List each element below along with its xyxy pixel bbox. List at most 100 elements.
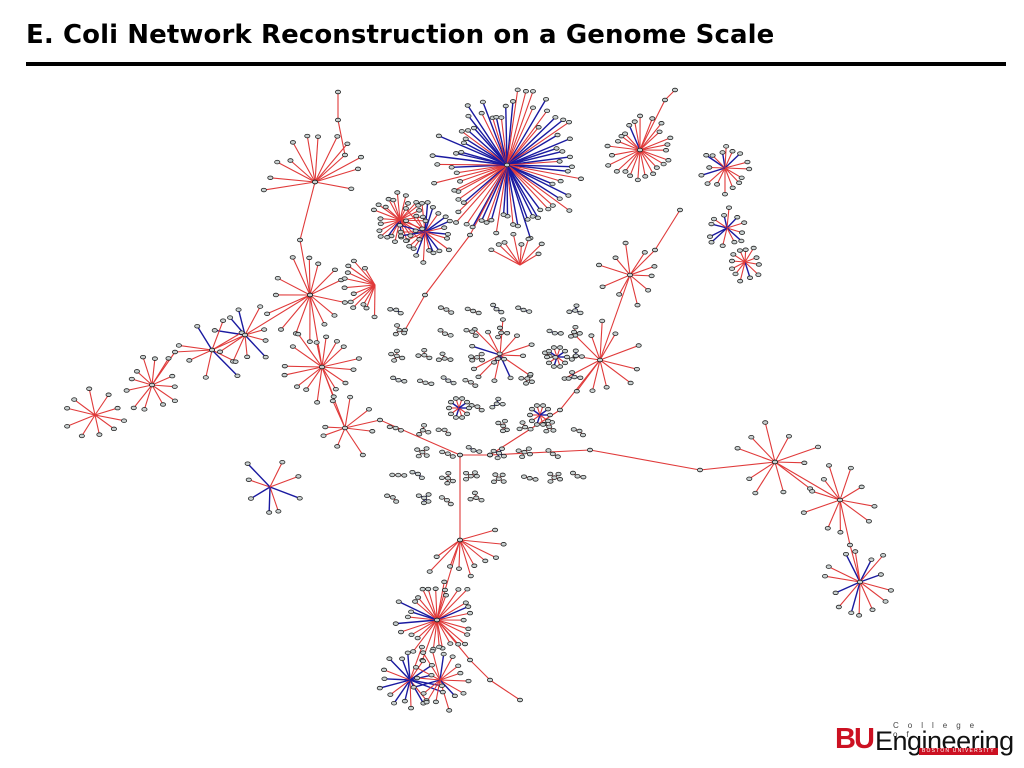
network-node	[710, 216, 717, 222]
network-node	[728, 258, 735, 264]
network-node	[755, 262, 762, 267]
network-node	[409, 469, 416, 475]
network-node	[500, 212, 507, 217]
network-node	[557, 331, 564, 336]
network-node	[404, 614, 411, 620]
network-node	[556, 159, 563, 164]
network-node	[220, 318, 227, 323]
network-edge	[314, 156, 362, 183]
network-node	[568, 164, 575, 169]
network-node	[503, 162, 510, 168]
network-edge	[506, 156, 571, 166]
network-edge	[716, 167, 726, 185]
network-edge	[431, 650, 441, 681]
network-edge	[211, 349, 238, 377]
network-edge	[828, 465, 841, 501]
network-edge	[373, 209, 401, 221]
network-node	[529, 214, 536, 219]
network-edge	[505, 105, 508, 166]
network-node	[557, 178, 564, 184]
network-edge	[471, 345, 501, 356]
network-node	[520, 474, 527, 479]
network-node	[835, 604, 842, 610]
network-edge	[321, 357, 360, 368]
network-node	[746, 166, 753, 172]
network-edge	[574, 334, 601, 361]
network-node	[289, 255, 296, 260]
network-edge	[616, 149, 641, 172]
network-node	[421, 292, 428, 298]
network-node	[538, 241, 545, 247]
network-edge	[724, 146, 727, 169]
network-edge	[250, 486, 271, 500]
network-node	[465, 445, 472, 450]
network-node	[463, 476, 470, 482]
network-node	[464, 632, 471, 637]
network-edge	[439, 665, 459, 681]
network-edge	[506, 164, 561, 200]
network-edge	[321, 366, 354, 371]
network-node	[455, 566, 462, 571]
network-node	[603, 385, 610, 390]
network-edge	[456, 164, 508, 174]
network-node	[419, 226, 426, 231]
network-edge	[353, 284, 376, 295]
network-node	[470, 448, 477, 453]
network-node	[545, 206, 552, 212]
network-node	[555, 471, 562, 477]
network-edge	[748, 461, 776, 480]
network-node	[384, 235, 391, 240]
network-edge	[750, 436, 776, 463]
network-node	[634, 302, 641, 308]
network-edge	[744, 261, 751, 278]
network-node	[334, 444, 341, 449]
network-node	[420, 658, 427, 664]
network-edge	[506, 160, 560, 166]
network-edge	[498, 244, 521, 266]
network-node	[194, 324, 201, 329]
network-node	[627, 380, 634, 386]
network-edge	[499, 344, 532, 356]
network-edge	[269, 475, 299, 488]
network-node	[848, 610, 855, 616]
network-edge	[388, 658, 411, 681]
network-node	[361, 266, 368, 271]
network-node	[824, 526, 831, 531]
network-edge	[839, 499, 870, 522]
network-node	[519, 454, 526, 459]
network-node	[408, 609, 415, 614]
network-node	[500, 453, 507, 459]
network-edge	[737, 447, 776, 463]
network-edge	[589, 449, 701, 471]
network-node	[706, 234, 713, 239]
network-node	[455, 587, 462, 592]
network-node	[415, 453, 422, 459]
network-node	[347, 299, 354, 305]
network-node	[331, 267, 338, 272]
network-edge	[625, 242, 631, 276]
network-node	[499, 317, 506, 322]
network-node	[322, 424, 329, 430]
network-edge	[88, 388, 96, 416]
network-node	[422, 218, 429, 224]
network-node	[467, 573, 474, 579]
network-node	[528, 418, 535, 424]
network-node	[762, 420, 769, 425]
network-edge	[325, 426, 346, 429]
network-edge	[417, 619, 438, 639]
network-edge	[439, 679, 464, 694]
network-node	[466, 232, 473, 238]
network-edge	[469, 659, 491, 681]
network-edge	[424, 234, 471, 296]
network-node	[737, 278, 744, 284]
network-node	[516, 426, 523, 432]
network-edge	[422, 231, 426, 263]
network-node	[571, 374, 578, 380]
network-node	[358, 154, 365, 160]
network-edge	[347, 272, 376, 286]
network-node	[525, 446, 532, 451]
network-edge	[232, 334, 246, 362]
network-edge	[290, 160, 316, 183]
network-edge	[506, 107, 534, 166]
network-node	[211, 328, 218, 333]
